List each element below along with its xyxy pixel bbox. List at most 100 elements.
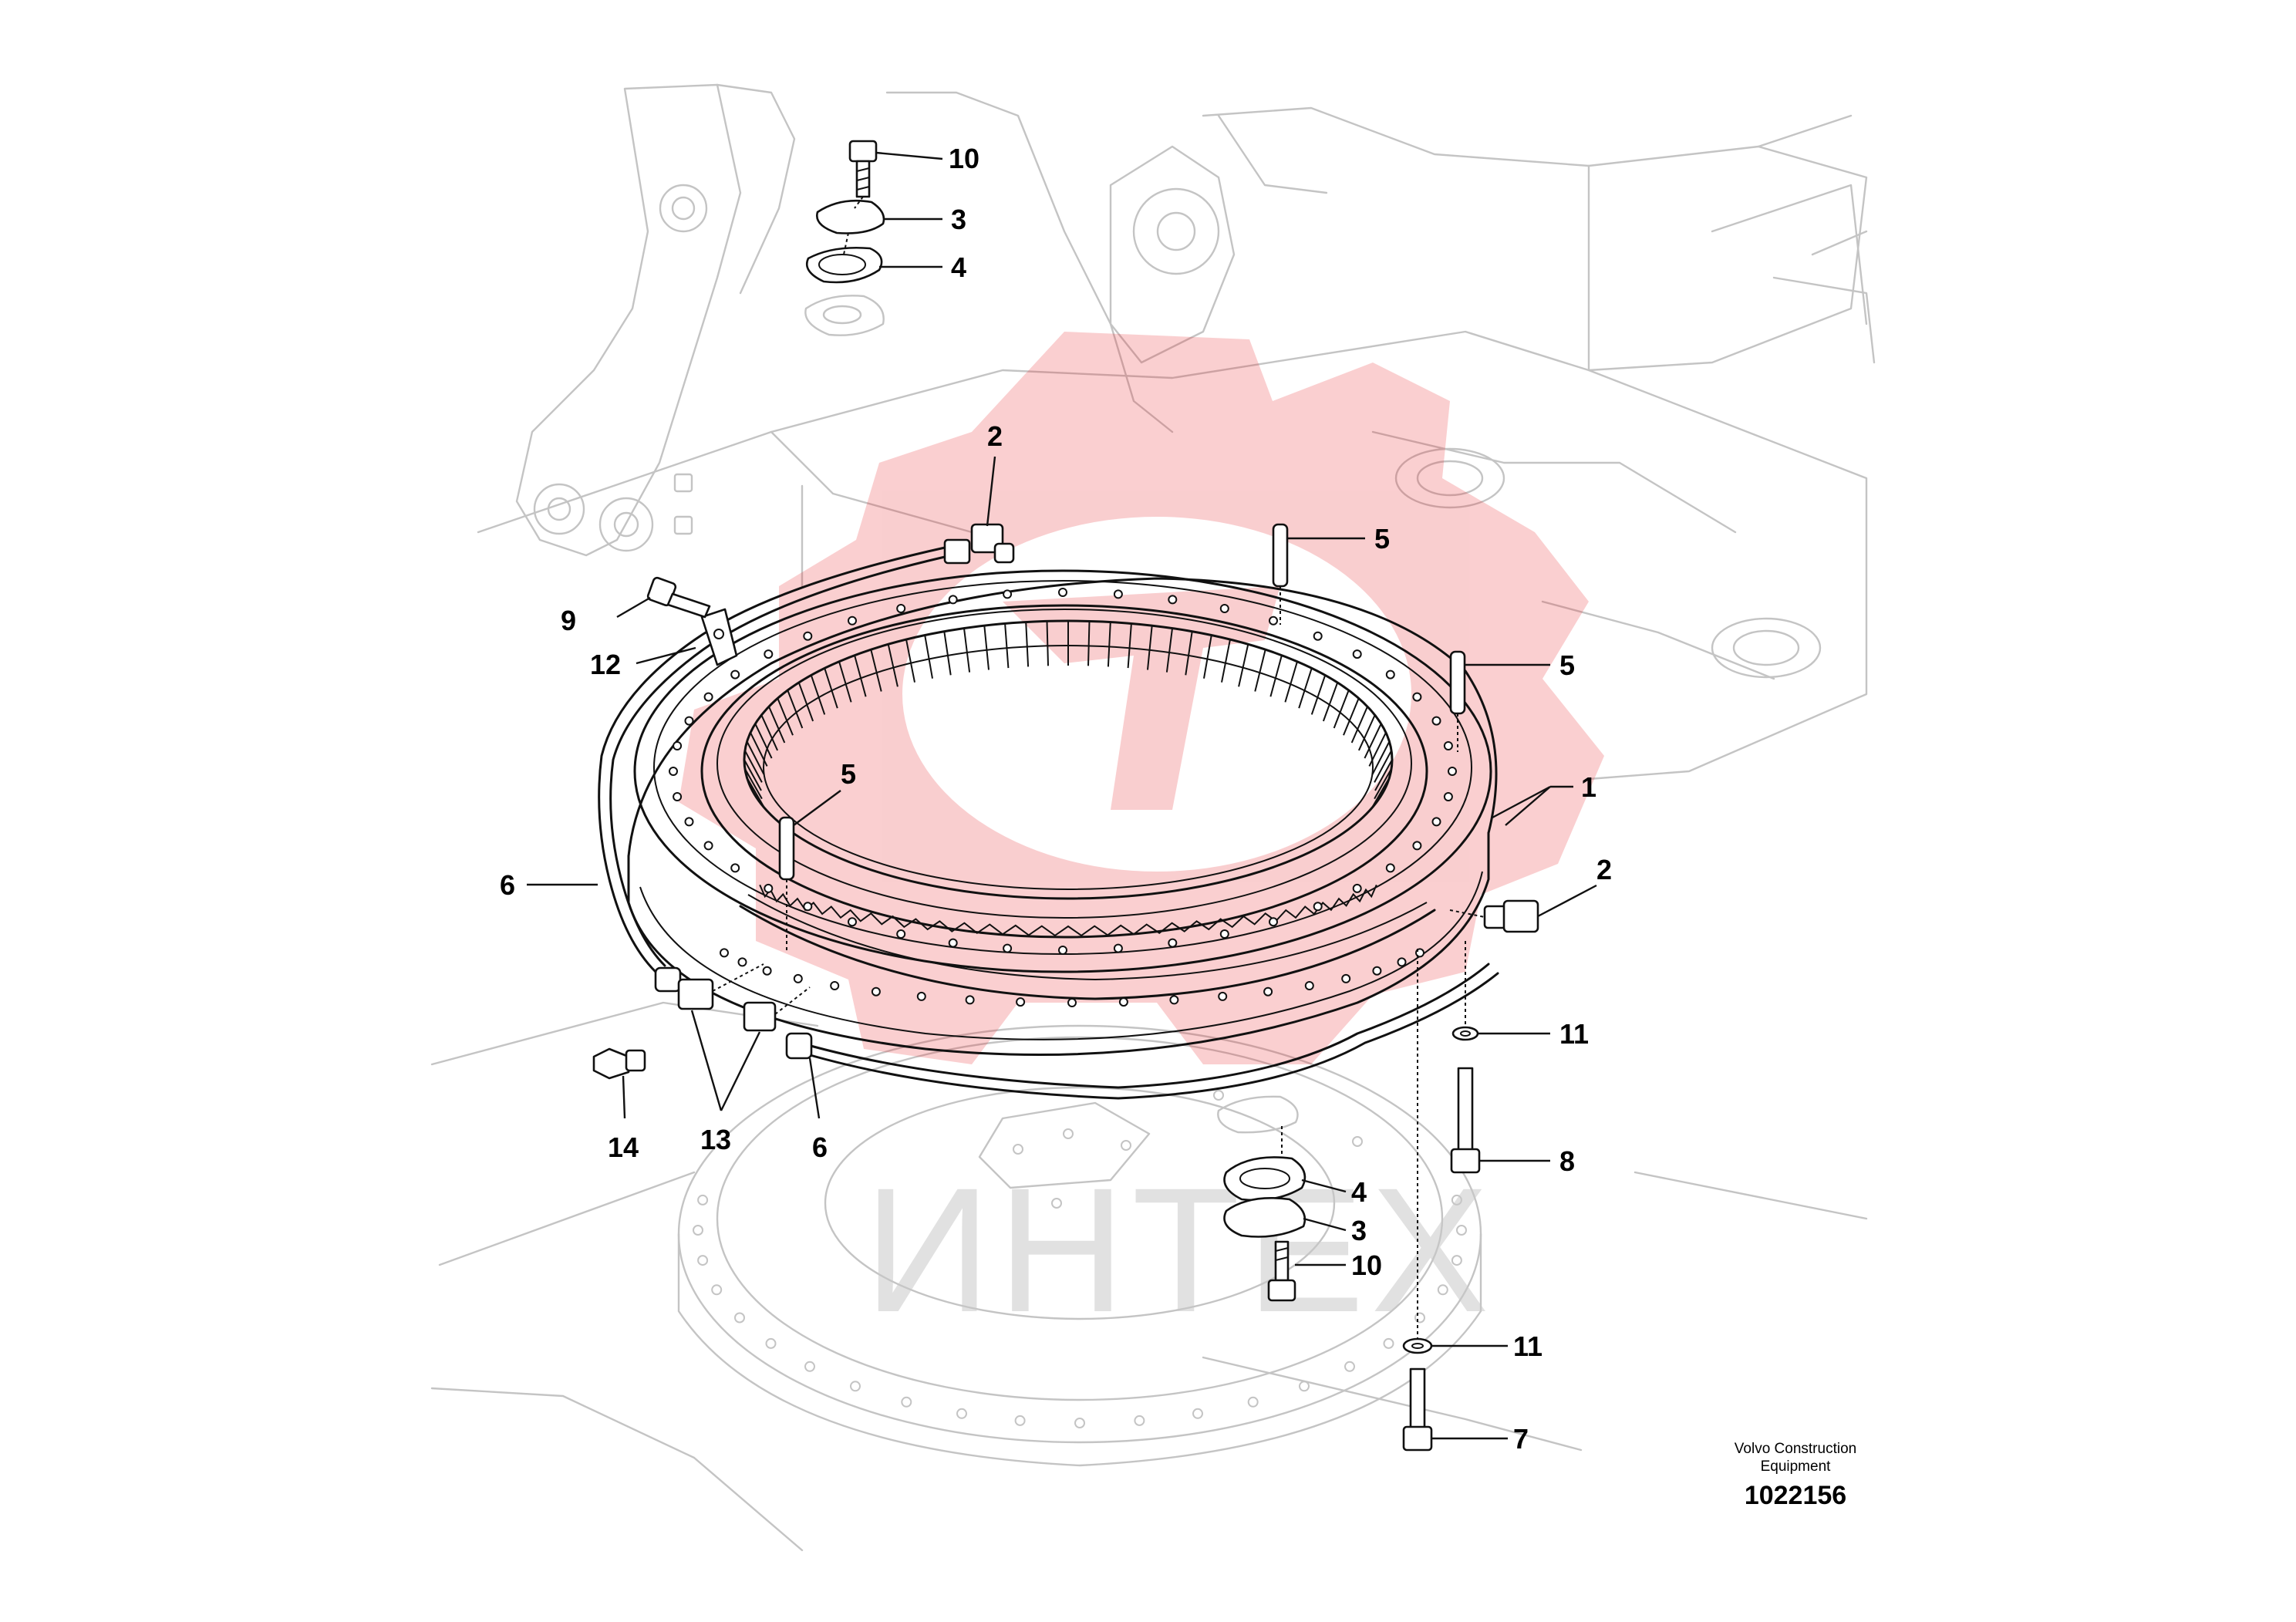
lower-ring-bolt-hole [737,957,747,967]
callout-3-top: 3 [951,204,966,235]
gear-tooth [760,714,779,751]
gear-tooth [1374,750,1392,783]
ring-bolt-hole [1219,929,1229,939]
bolt-9 [646,576,711,619]
ring-bolt-hole [1269,615,1278,626]
ring-bolt-hole [948,595,958,605]
callout-7: 7 [1513,1423,1529,1455]
gear-tooth [744,768,763,800]
ring-bolt-hole [1168,938,1178,948]
callout-4-bottom: 4 [1351,1176,1367,1208]
grease-hoses [598,546,1499,1100]
gear-tooth [1374,759,1393,791]
callout-9: 9 [561,605,576,636]
top-cover-group [804,140,885,336]
ring-bolt-hole [684,716,694,726]
ring-bolt-hole [1431,817,1441,827]
front-gear-teeth [759,884,1377,937]
ring-bolt-hole [673,741,683,750]
gear-tooth [754,723,773,759]
base-bolt-hole [901,1396,912,1408]
ring-bolt-hole [1352,883,1362,893]
ring-bolt-hole [896,929,906,939]
gear-tooth [943,631,952,676]
gear-tooth [1371,741,1391,775]
gear-tooth [1165,628,1173,673]
gear-tooth [744,750,763,783]
lower-ring-bolt-hole [1397,957,1407,967]
gear-tooth [1107,622,1111,667]
ring-bolt-hole [1113,943,1123,953]
ring-bolt-hole [730,863,740,873]
lower-track-frame-background [677,1024,1482,1467]
gear-tooth [1371,777,1391,808]
gear-tooth [924,635,933,679]
gear-tooth [1357,714,1376,751]
grease-fittings-13 [654,963,813,1060]
lower-ring-bolt-hole [965,995,975,1005]
ring-bolt-hole [1443,741,1453,750]
ring-bolt-hole [1313,631,1323,641]
ring-bolt-hole [1269,917,1278,927]
base-bolt-hole [693,1225,703,1236]
base-bolt-hole [1344,1361,1355,1372]
gear-tooth [1127,623,1132,669]
ring-bolt-hole [764,883,774,893]
base-bolt-hole [711,1284,723,1296]
gear-tooth [1004,623,1010,669]
base-bolt-hole [697,1194,709,1206]
base-bolt-hole [804,1361,815,1372]
gear-tooth [1343,698,1360,736]
ring-bolt-hole [1058,588,1067,597]
ring-bolt-hole [1003,943,1013,953]
gear-tooth [777,698,794,736]
gasket-4-top [805,246,883,284]
ring-bolt-hole [669,767,678,776]
gear-tooth [1046,621,1049,666]
bolt-10-top [848,140,878,198]
callout-5-c: 5 [841,758,856,790]
ring-bolt-hole [1058,946,1067,955]
upper-frame-background [430,83,1876,1552]
callout-10-top: 10 [949,143,979,174]
gear-tooth [1269,655,1283,697]
caption-block: Volvo Construction Equipment 1022156 [1735,1441,1856,1510]
callout-2-top: 2 [987,420,1003,452]
ring-bolt-hole [803,631,813,641]
gear-tooth [870,649,882,692]
gear-tooth [1298,667,1313,709]
callout-5-b: 5 [1559,649,1575,681]
cover-plate-3-bottom [1223,1197,1306,1238]
gear-tooth [768,706,786,744]
ring-bolt-hole [848,615,857,626]
gear-tooth [1364,723,1382,759]
gear-tooth [787,690,804,729]
base-bolt-hole [1456,1225,1467,1236]
ring-bolt-hole [684,817,694,827]
gear-tooth [905,639,915,683]
lower-ring-bolt-hole [1304,981,1314,990]
callout-11-a: 11 [1559,1018,1589,1050]
ring-bolt-hole [1168,595,1178,605]
gear-tooth [746,741,765,775]
ring-bolt-hole [1352,649,1362,659]
caption-line-2: Equipment [1761,1458,1832,1475]
callout-6-left: 6 [500,869,515,901]
gear-tooth [1025,622,1030,667]
base-bolt-hole [1451,1255,1462,1266]
gear-tooth [750,732,768,767]
gear-tooth [1374,768,1392,800]
ring-bolt-hole [803,902,813,912]
lower-ring-bolt-hole [871,986,881,996]
grease-nipple-14 [592,1047,646,1080]
base-bolt-hole [1074,1418,1085,1428]
dowel-pin-5-a [1272,523,1289,625]
lower-ring-bolt-hole [1341,973,1351,983]
ring-bolt-hole [1412,692,1422,702]
gear-tooth [743,759,762,791]
ring-bolt-hole [896,604,906,613]
ring-bolt-hole [1385,669,1395,679]
ring-bolt-hole [1448,767,1457,776]
gear-tooth [1147,626,1153,670]
